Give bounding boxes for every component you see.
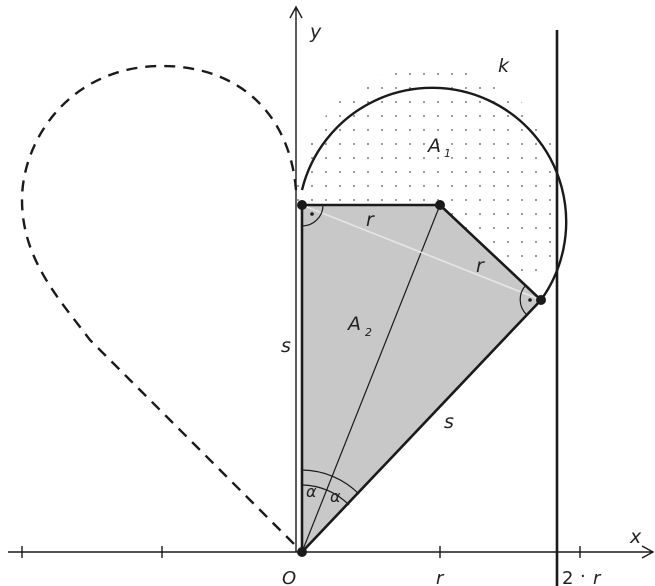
label-tick-2r-r: r [593, 568, 602, 586]
vertex-center [435, 200, 445, 210]
dashed-mirror-outline [20, 64, 303, 553]
vertex-top-left [297, 200, 307, 210]
y-axis-arrow [289, 5, 303, 19]
label-alpha-right: α [330, 487, 341, 506]
label-circle-k: k [498, 55, 510, 77]
label-s-diag: s [444, 411, 454, 433]
vertex-right [536, 295, 546, 305]
label-x-axis: x [629, 526, 642, 548]
circle-k-arc [300, 86, 568, 301]
alpha-arc-inner [301, 484, 350, 506]
label-area-a1: A [426, 135, 441, 157]
label-area-a2-sub: 2 [365, 326, 372, 339]
label-origin: O [282, 568, 296, 586]
label-s-left: s [281, 335, 291, 357]
diagonal-origin-to-center [301, 204, 441, 553]
label-area-a1-sub: 1 [444, 147, 451, 160]
vertex-origin [297, 547, 307, 557]
area-a2-shaded [302, 205, 541, 552]
label-y-axis: y [309, 21, 322, 43]
alpha-arc-outer [301, 469, 360, 495]
label-area-a2: A [346, 313, 361, 335]
label-tick-2r-dot: · [580, 566, 586, 586]
label-r-top: r [366, 209, 375, 231]
right-angle-top-left [301, 204, 324, 227]
right-angle-dot-top [310, 212, 314, 216]
right-angle-right [519, 284, 528, 316]
x-axis-arrow [641, 545, 655, 559]
label-tick-r: r [436, 568, 445, 586]
right-angle-dot-right [528, 298, 532, 302]
label-r-diag: r [476, 255, 485, 277]
label-tick-2r-num: 2 [562, 568, 573, 586]
kite-outline [301, 203, 543, 553]
label-alpha-left: α [306, 482, 317, 501]
diagonal-faint [301, 204, 542, 301]
